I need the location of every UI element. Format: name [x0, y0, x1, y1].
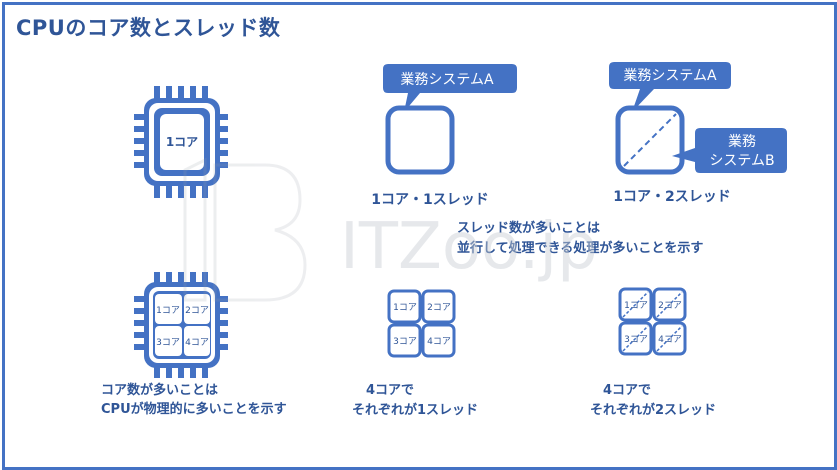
chip-core-4: 4コア — [185, 338, 209, 348]
chip-core-2: 2コア — [185, 306, 209, 316]
grid2-core-4: 4コア — [658, 335, 682, 345]
chip-core-1: 1コア — [156, 306, 180, 316]
callout-system-a-text: 業務システムA — [400, 72, 494, 88]
callout-system-a — [383, 64, 517, 112]
grid1-core-1: 1コア — [393, 303, 417, 313]
grid2-caption-line1: 4コアで — [603, 383, 651, 398]
watermark-logo — [183, 157, 307, 302]
thread-note-line1: スレッド数が多いことは — [457, 220, 600, 236]
cpu-chip-single-icon — [134, 86, 228, 198]
grid1-core-3: 3コア — [393, 337, 417, 347]
callout-system-a-2 — [609, 62, 731, 112]
chip-caption-line2: CPUが物理的に多いことを示す — [101, 401, 287, 417]
watermark-text: ITZoo.jp — [340, 210, 598, 284]
callout-system-b-line1: 業務 — [728, 134, 756, 150]
grid2-core-3: 3コア — [624, 335, 648, 345]
grid2-core-1: 1コア — [624, 301, 648, 311]
grid1-caption-line2: それぞれが1スレッド — [352, 402, 478, 418]
quad-core-grid-single — [387, 289, 456, 358]
callout-system-a-2-text: 業務システムA — [623, 68, 717, 84]
caption-1core-2thread: 1コア・2スレッド — [613, 189, 730, 205]
grid2-core-2: 2コア — [658, 301, 682, 311]
grid2-caption-line2: それぞれが2スレッド — [590, 402, 716, 418]
chip-core-3: 3コア — [156, 338, 180, 348]
callout-system-b-line2: システムB — [709, 153, 774, 169]
core-single-thread — [385, 105, 455, 175]
grid1-core-4: 4コア — [427, 337, 451, 347]
cpu-chip-quad-icon — [134, 272, 228, 378]
grid1-caption-line1: 4コアで — [366, 383, 414, 398]
caption-1core-1thread: 1コア・1スレッド — [371, 192, 488, 208]
grid1-core-2: 2コア — [427, 303, 451, 313]
thread-note-line2: 並行して処理できる処理が多いことを示す — [457, 240, 703, 256]
chip-caption-line1: コア数が多いことは — [101, 382, 218, 398]
thread-divider — [623, 113, 677, 167]
callout-system-b — [672, 128, 787, 173]
quad-core-grid-dual — [618, 287, 687, 356]
slide-title: CPUのコア数とスレッド数 — [16, 16, 281, 40]
chip-single-core-label: 1コア — [166, 135, 198, 149]
